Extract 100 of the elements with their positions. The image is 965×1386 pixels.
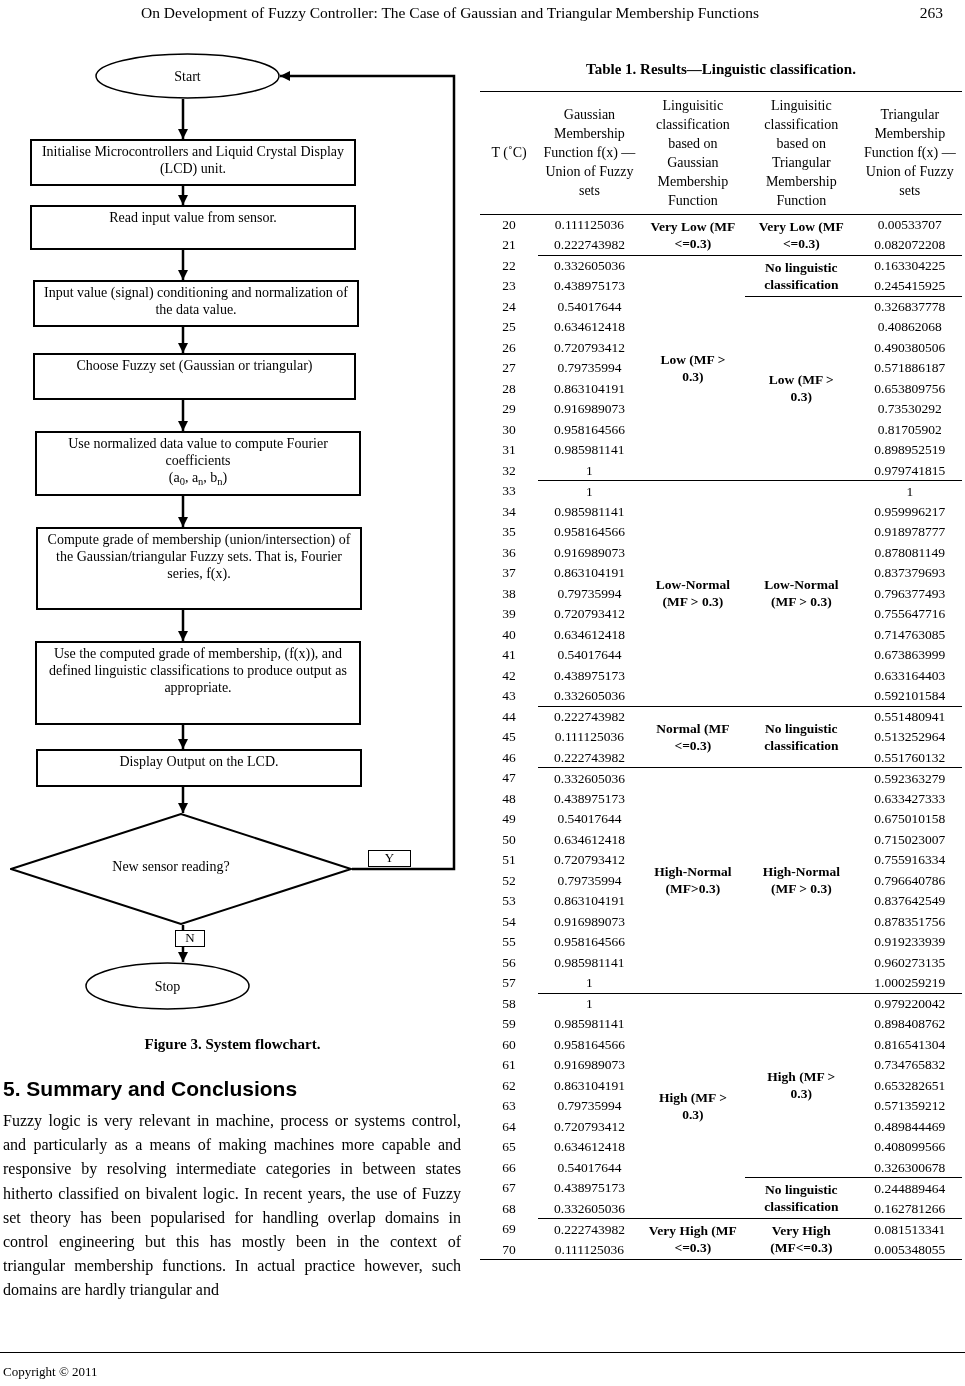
node-text: Start (174, 67, 201, 85)
table-cell-text: 0.111125036 (554, 1241, 625, 1257)
table-cell-text: 55 (502, 934, 516, 950)
table-cell-text: 39 (502, 606, 516, 622)
table-cell-text: 0.916989073 (554, 913, 625, 929)
table-cell-text: 0.222743982 (554, 709, 625, 724)
table-cell-text: 0.592363279 (874, 770, 946, 786)
table-cell-text: 34 (502, 503, 516, 519)
table-cell-text: 56 (502, 954, 516, 970)
table-cell-text: 0.162781266 (874, 1200, 946, 1216)
table-cell-text: 0.960273135 (874, 954, 946, 970)
table-cell-text: 0.919233939 (874, 934, 946, 950)
column-header: Gaussian Membership Function f(x) —Union of Fuzzy sets (543, 107, 636, 198)
body-paragraph: Fuzzy logic is very relevant in machine, process or systems control, and particularly as a means of making machines more capable and responsive by resolving intermediate categories in between states hitherto classified on bivalent logic. In recent years, the use of Fuzzy set theory has been popularised for handling overlap domains in control engineering but this has mostly been in the context of triangular membership functions. In actual practice however, such domains are hardly triangular and (3, 1111, 461, 1301)
table-cell-text: 0.863104191 (554, 893, 625, 909)
table-cell-text: 0.408099566 (874, 1139, 946, 1155)
classification-text: No linguistic classification (764, 259, 839, 292)
table-cell-text: 0.245415925 (874, 278, 946, 293)
classification-text: Low-Normal (MF > 0.3) (764, 577, 839, 610)
process-box (35, 431, 361, 496)
table-cell-text: 0.438975173 (554, 1180, 625, 1196)
table-cell-text: 57 (502, 975, 516, 991)
table-cell-text: 0.79735994 (557, 872, 622, 888)
table-cell-text: 0.916989073 (554, 1057, 625, 1073)
terminal-ellipse (95, 53, 280, 99)
node-text: Input value (signal) conditioning and normalization of the data value. (43, 284, 349, 318)
table-cell-text: 0.755647716 (874, 606, 946, 622)
node-text: Read input value from sensor. (109, 209, 277, 226)
arrow (178, 496, 188, 527)
node-text: Use normalized data value to compute Fourier coefficients (67, 435, 329, 469)
table-cell-text: 0.489844469 (874, 1118, 946, 1134)
process-box (33, 353, 356, 400)
table-cell-text: 0.898408762 (874, 1016, 946, 1032)
arrow (178, 725, 188, 749)
table-cell-text: 0.513252964 (874, 729, 946, 745)
table-cell-text: 0.633427333 (874, 790, 946, 806)
table-cell-text: 48 (502, 790, 516, 806)
classification-text: No linguistic classification (764, 720, 839, 753)
table-cell-text: 1 (586, 483, 593, 499)
arrow (178, 186, 188, 205)
table-cell-text: 21 (502, 237, 516, 253)
table-cell-text: 0.73530292 (877, 401, 942, 417)
arrow (178, 250, 188, 280)
column-header: Linguisitic classification based on Triangular Membership Function (764, 97, 839, 208)
node-text: Display Output on the LCD. (119, 753, 279, 770)
table-cell-text: 0.490380506 (874, 339, 946, 355)
table-cell-text: 62 (502, 1077, 516, 1093)
table-cell-text: 0.837642549 (874, 893, 946, 909)
table-cell-text: 63 (502, 1098, 516, 1114)
table-cell-text: 29 (502, 401, 516, 417)
table-cell-text: 0.878081149 (874, 544, 945, 560)
table-cell-text: 0.720793412 (554, 339, 625, 355)
table-cell-text: 1 (586, 996, 593, 1011)
table-cell-text: 54 (502, 913, 516, 929)
table-cell-text: 53 (502, 893, 516, 909)
table-cell-text: 0.571886187 (874, 360, 946, 376)
table-cell-text: 0.816541304 (874, 1036, 946, 1052)
table-cell-text: 0.979741815 (874, 462, 946, 478)
table-cell-text: 0.714763085 (874, 626, 946, 642)
figure-caption: Figure 3. System flowchart. (143, 1035, 322, 1054)
table-cell-text: 0.985981141 (554, 1016, 625, 1032)
table-cell-text: 0.958164566 (554, 934, 625, 950)
table-cell-text: 1 (586, 462, 593, 478)
table-cell-text: 0.551480941 (874, 709, 946, 724)
table-cell-text: 0.673863999 (874, 647, 946, 663)
table-cell-text: 0.916989073 (554, 544, 625, 560)
arrow (178, 400, 188, 431)
table-cell-text: 0.082072208 (874, 237, 946, 252)
table-cell-text: 0.54017644 (557, 811, 622, 827)
table-cell-text: 0.675010158 (874, 811, 946, 827)
table-cell-text: 1 (906, 483, 914, 499)
table-cell-text: 40 (502, 626, 516, 642)
table-cell-text: 42 (502, 667, 516, 683)
table-cell-text: 0.918978777 (874, 524, 946, 540)
table-cell-text: 50 (502, 831, 516, 847)
node-text: Choose Fuzzy set (Gaussian or triangular) (76, 357, 313, 374)
table-cell-text: 0.111125036 (554, 217, 625, 232)
table-cell-text: 60 (502, 1036, 516, 1052)
table-cell-text: 0.438975173 (554, 790, 625, 806)
table-cell-text: 0.222743982 (554, 237, 625, 252)
table-cell-text: 0.898952519 (874, 442, 946, 458)
table-cell-text: 0.332605036 (554, 1200, 625, 1216)
table-cell-text: 0.332605036 (554, 258, 625, 273)
table-cell-text: 0.633164403 (874, 667, 946, 683)
table-cell-text: 25 (502, 319, 516, 335)
table-cell-text: 0.985981141 (554, 442, 625, 458)
arrow (178, 610, 188, 641)
table-cell-text: 0.916989073 (554, 401, 625, 417)
table-cell-text: 24 (502, 298, 516, 314)
table-cell-text: 0.244889464 (874, 1180, 946, 1196)
table-cell-text: 0.634612418 (554, 626, 625, 642)
table-cell-text: 0.551760132 (874, 749, 946, 765)
table-cell-text: 0.958164566 (554, 421, 625, 437)
classification-text: High (MF > 0.3) (658, 1089, 727, 1122)
column-header: Linguisitic classification based on Gaussian Membership Function (655, 97, 730, 208)
process-box (36, 527, 362, 610)
column-header: Triangular Membership Function f(x) —Union of Fuzzy sets (863, 107, 956, 198)
table-cell-text: 0.734765832 (874, 1057, 946, 1073)
table-cell-text: 0.592101584 (874, 688, 946, 703)
classification-text: No linguistic classification (764, 1182, 839, 1214)
